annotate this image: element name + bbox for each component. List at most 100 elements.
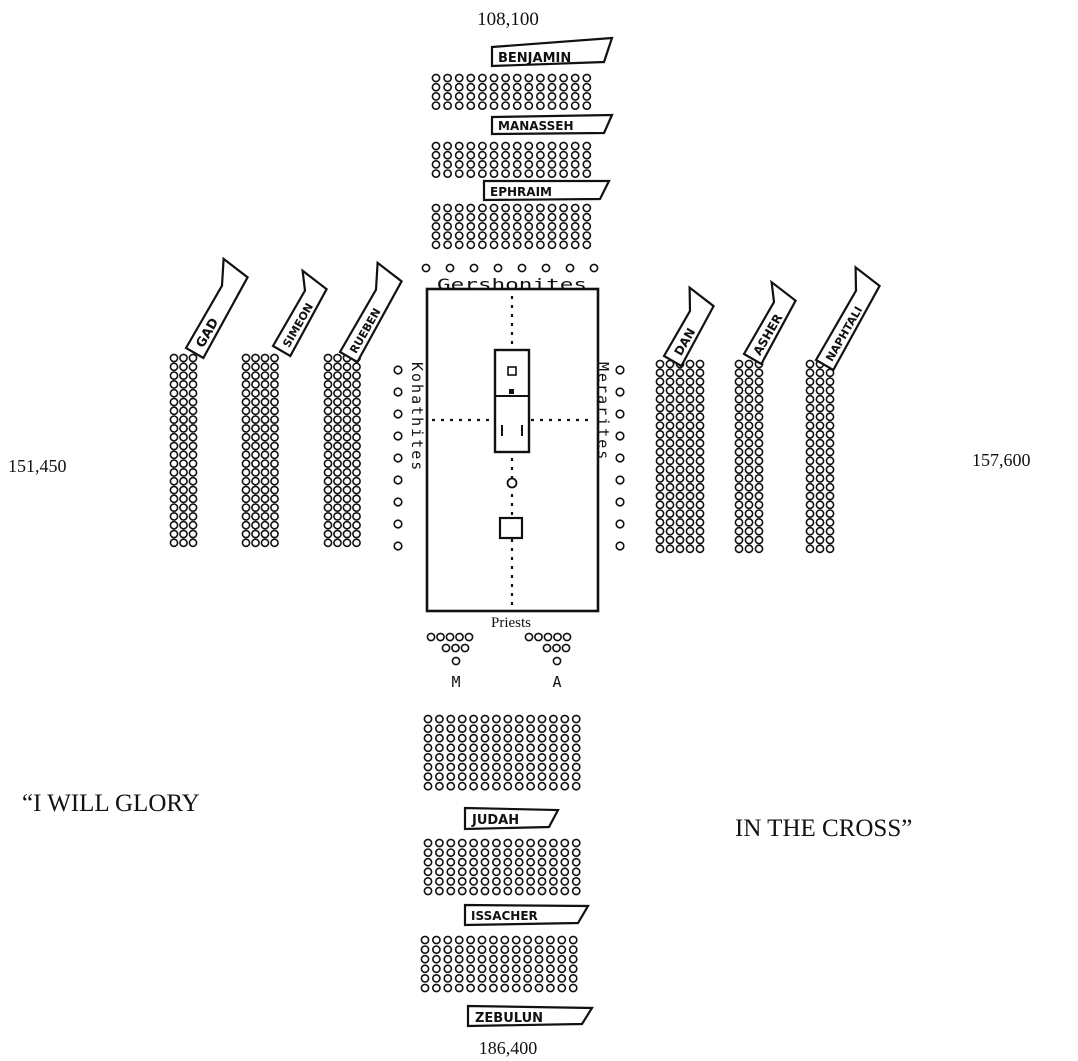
- merarite-dots-dot: [615, 541, 625, 551]
- simeon-dots-dot: [270, 423, 279, 433]
- asher-dots-dot: [754, 500, 764, 510]
- zebulun-dots-dot: [500, 983, 510, 993]
- naphtali-dots-dot: [825, 377, 835, 386]
- ephraim-dots-dot: [570, 240, 580, 250]
- dan-dots-dot: [675, 509, 685, 518]
- priests-dots-right-dot: [562, 632, 572, 642]
- benjamin-dots-dot: [570, 92, 580, 101]
- rueben-dots-dot: [333, 476, 342, 486]
- gad-dots-dot: [169, 459, 179, 468]
- manasseh-dots-dot: [570, 150, 580, 160]
- moses-dots-dot: [451, 643, 460, 653]
- zebulun-dots-dot: [488, 954, 498, 964]
- gad-dots-dot: [188, 450, 198, 460]
- rueben-dots-dot: [352, 371, 361, 380]
- benjamin-dots-dot: [454, 92, 464, 101]
- manasseh-dots-dot: [431, 169, 441, 178]
- simeon-dots-dot: [270, 388, 279, 398]
- manasseh-dots-dot: [582, 150, 592, 160]
- rueben-dots-dot: [333, 371, 342, 380]
- issacher-dots-dot: [537, 857, 547, 867]
- dan-dots-dot: [655, 518, 665, 527]
- asher-dots-dot: [734, 465, 744, 474]
- judah-dots-dot: [537, 762, 547, 772]
- dan-dots-dot: [695, 403, 705, 413]
- dan-dots-dot: [655, 403, 665, 413]
- zebulun-dots-dot: [511, 983, 521, 993]
- ephraim-dots-dot: [489, 203, 499, 213]
- naphtali-dots-dot: [815, 465, 825, 474]
- altar-mark: [498, 516, 524, 540]
- ephraim-dots-dot: [559, 240, 568, 250]
- manasseh-dots-dot: [501, 169, 510, 178]
- simeon-dots-dot: [270, 450, 279, 460]
- manasseh-dots-dot: [466, 141, 476, 151]
- gad-dots-dot: [179, 432, 188, 442]
- naphtali-dots-dot: [825, 518, 835, 527]
- banner-simeon: SIMEON: [271, 268, 329, 358]
- ephraim-dots-dot: [547, 221, 557, 231]
- naphtali-dots-dot: [805, 535, 815, 545]
- judah-dots-dot: [514, 743, 524, 753]
- dan-dots-dot: [655, 368, 665, 378]
- rueben-dots-dot: [323, 415, 333, 424]
- zebulun-dots-dot: [568, 964, 578, 974]
- dan-dots-dot: [695, 482, 705, 492]
- benjamin-dots-dot: [512, 92, 522, 101]
- asher-dots-dot: [734, 359, 744, 369]
- issacher-dots-dot: [571, 857, 581, 867]
- manasseh-dots-dot: [466, 159, 476, 169]
- dan-dots-dot: [665, 465, 675, 474]
- banner-naphtali: NAPHTALI: [814, 265, 882, 372]
- judah-dots-dot: [446, 743, 456, 753]
- zebulun-dots-dot: [477, 954, 487, 964]
- manasseh-dots-dot: [559, 159, 568, 169]
- rueben-dots-dot: [323, 476, 333, 486]
- rueben-dots-dot: [342, 415, 352, 424]
- ephraim-dots-dot: [559, 203, 568, 213]
- judah-dots-dot: [480, 733, 490, 743]
- naphtali-dots-dot: [825, 429, 835, 439]
- ephraim-dots-dot: [547, 212, 557, 222]
- rueben-dots-dot: [323, 432, 333, 442]
- dan-dots-dot: [655, 377, 665, 386]
- judah-dots-dot: [549, 733, 558, 743]
- asher-dots-dot: [734, 368, 744, 378]
- zebulun-dots-dot: [546, 964, 555, 974]
- zebulun-dots-dot: [568, 983, 578, 993]
- gershonite-dots-dot: [565, 263, 575, 273]
- zebulun-dots-dot: [477, 974, 487, 983]
- asher-dots-dot: [734, 447, 744, 457]
- simeon-dots-dot: [270, 406, 279, 416]
- benjamin-dots-dot: [443, 82, 452, 92]
- rueben-dots-dot: [323, 538, 333, 548]
- ephraim-dots-dot: [477, 240, 487, 250]
- gad-dots-dot: [188, 467, 198, 477]
- zebulun-dots-dot: [500, 974, 510, 983]
- judah-dots-dot: [434, 714, 444, 724]
- gad-dots-dot: [169, 406, 179, 416]
- rueben-dots-dot: [323, 450, 333, 460]
- judah-dots-dot: [457, 743, 467, 753]
- simeon-dots-dot: [260, 441, 270, 451]
- asher-dots-dot: [744, 526, 754, 536]
- zebulun-dots-dot: [477, 945, 487, 954]
- rueben-dots-dot: [342, 432, 352, 442]
- zebulun-dots-dot: [431, 935, 441, 945]
- dan-dots-dot: [675, 403, 685, 413]
- rueben-dots-dot: [352, 467, 361, 477]
- ephraim-dots-dot: [582, 240, 592, 250]
- judah-dots-dot: [491, 781, 501, 791]
- manasseh-dots-dot: [431, 159, 441, 169]
- ephraim-dots-dot: [443, 231, 452, 240]
- issacher-dots-dot: [514, 877, 524, 886]
- manasseh-dots-dot: [559, 141, 568, 151]
- judah-dots-dot: [503, 743, 513, 753]
- simeon-dots-dot: [260, 459, 270, 468]
- manasseh-dots-dot: [582, 141, 592, 151]
- ephraim-dots-dot: [466, 240, 476, 250]
- rueben-dots-dot: [323, 371, 333, 380]
- judah-dots-dot: [423, 714, 433, 724]
- simeon-dots-dot: [251, 415, 260, 424]
- priests-dots-right: [524, 632, 572, 642]
